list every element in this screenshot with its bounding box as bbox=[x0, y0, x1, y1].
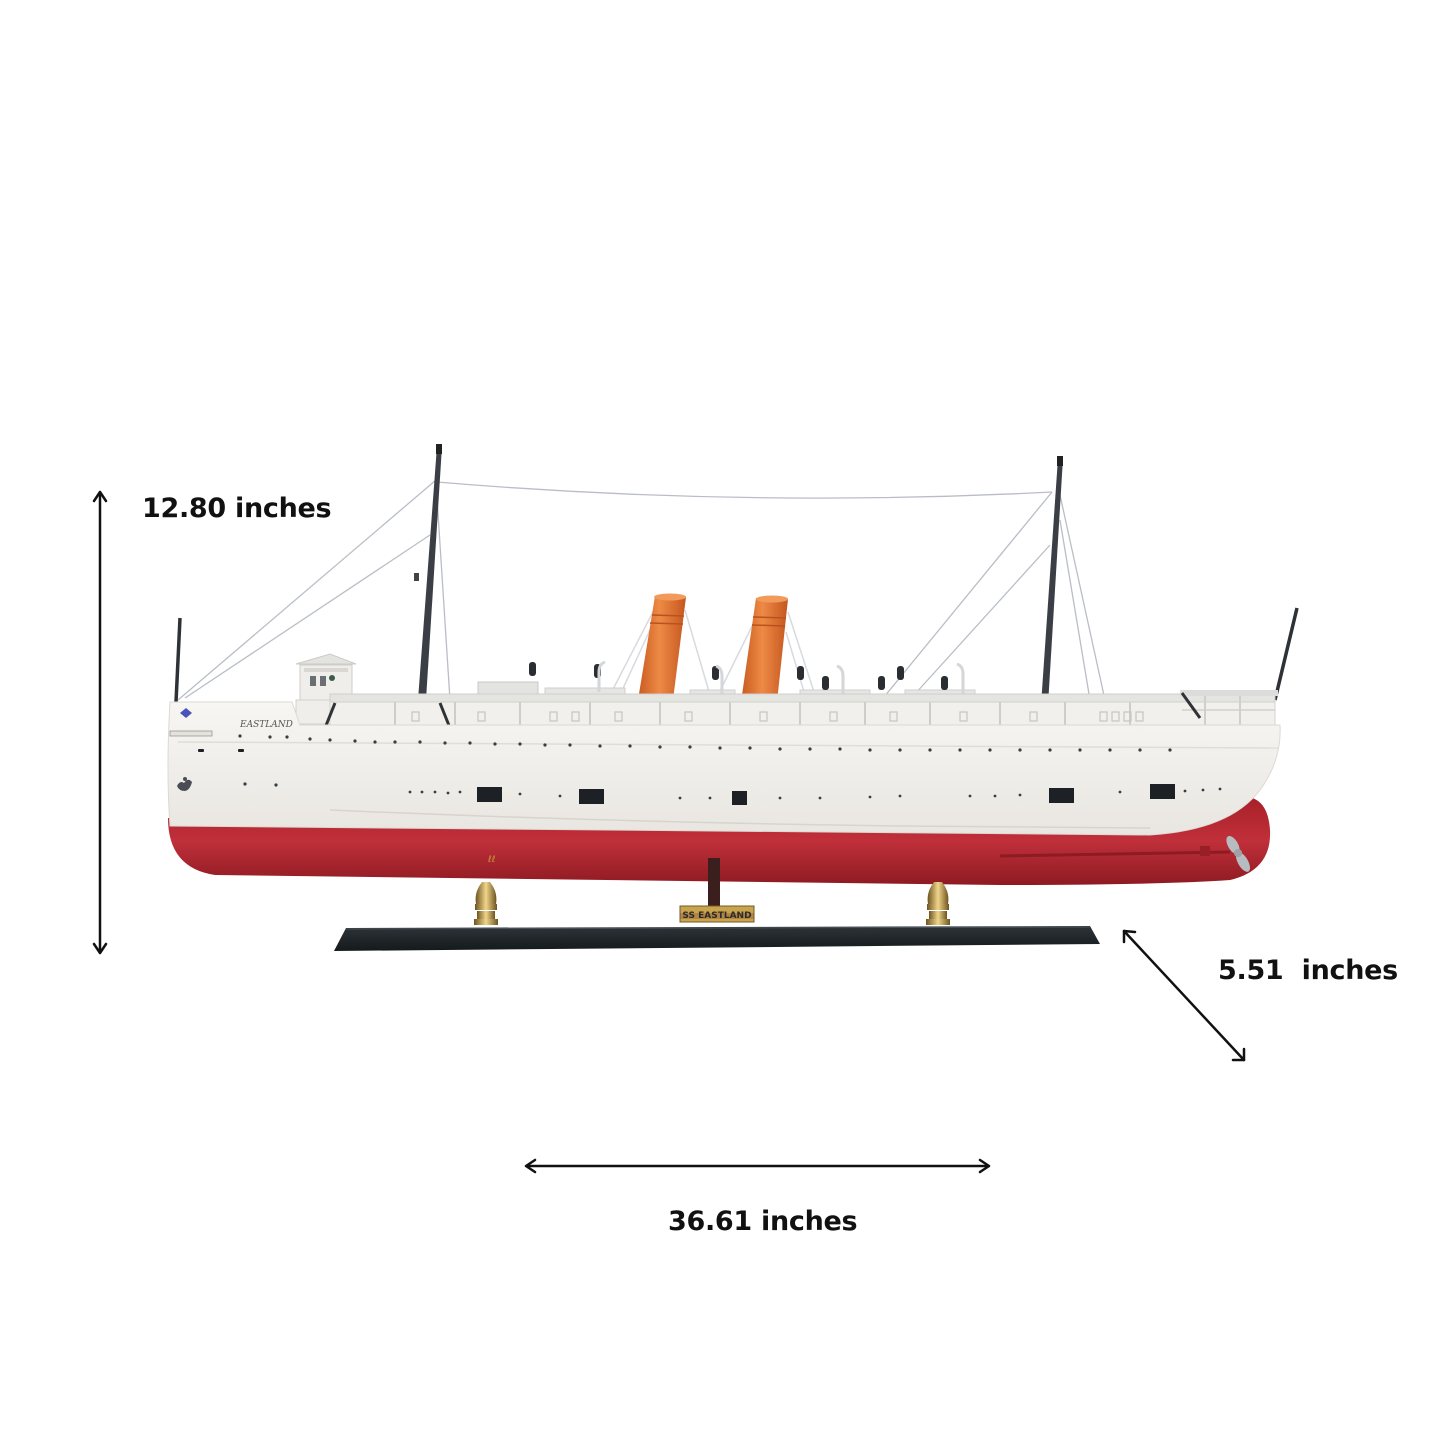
brass-pedestal-left bbox=[474, 882, 498, 925]
propeller-icon bbox=[1226, 835, 1250, 872]
svg-text:ℓℓ: ℓℓ bbox=[487, 855, 495, 865]
brass-pedestal-right bbox=[926, 882, 950, 925]
vertical-double-arrow-icon bbox=[92, 490, 108, 955]
horizontal-double-arrow-icon bbox=[524, 1158, 991, 1174]
length-dimension-label: 36.61 inches bbox=[668, 1206, 858, 1237]
anchor-icon bbox=[177, 777, 192, 791]
depth-dimension-label: 5.51 inches bbox=[1218, 955, 1398, 986]
bow-emblem-icon bbox=[180, 708, 192, 718]
diagonal-double-arrow-icon bbox=[1122, 929, 1246, 1062]
masts bbox=[174, 444, 1299, 705]
hull: EASTLAND ℓℓ bbox=[167, 701, 1281, 885]
superstructure bbox=[295, 653, 1278, 735]
display-stand: SS EASTLAND bbox=[334, 858, 1100, 951]
hull-name: EASTLAND bbox=[239, 720, 293, 730]
model-name-plate: SS EASTLAND bbox=[682, 911, 751, 921]
height-dimension-label: 12.80 inches bbox=[142, 493, 332, 524]
rigging bbox=[177, 479, 1106, 709]
